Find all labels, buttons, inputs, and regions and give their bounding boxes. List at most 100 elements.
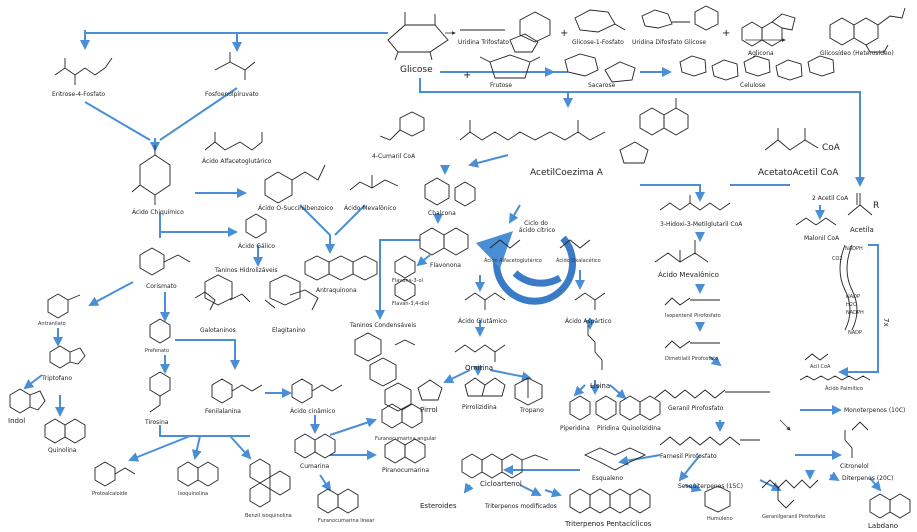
label-cinamico: Ácido cinâmico: [290, 408, 336, 415]
label-alfaceto: Ácido Alfacetoglutárico: [202, 158, 272, 165]
esqualeno-structure: [583, 447, 647, 471]
label-aspartico: Ácido Aspártico: [565, 318, 612, 325]
prefenato-structure: [149, 318, 171, 344]
label-malonil: Malonil CoA: [804, 235, 840, 242]
mevalonico-top-structure: [349, 175, 399, 191]
furano-angular-structure: [381, 403, 423, 429]
aspartico-structure: [574, 292, 606, 310]
eritrose-structure: [54, 57, 113, 85]
acetila-structure: [847, 193, 873, 216]
label-quinolizidina: Quinolizidina: [622, 425, 661, 432]
citric-cycle: Ciclo do ácido cítrico: [475, 220, 576, 305]
molecules: [9, 5, 911, 519]
label-alfa-small: Ácido Alfacetoglutárico: [484, 257, 542, 264]
pirrolizidina-structure: [464, 377, 506, 397]
triterpenos-penta-structure: [569, 488, 651, 514]
label-utp: Uridina Trifosfato: [458, 39, 509, 46]
quinolina-structure: [44, 418, 86, 444]
piridina-structure: [595, 395, 617, 421]
label-acetilcoa: AcetilCoezima A: [530, 168, 604, 178]
label-antraquinona: Antraquinona: [316, 287, 357, 294]
label-piperidina: Piperidina: [560, 425, 590, 432]
galotaninos-structure: [194, 274, 251, 311]
piperidina-structure: [569, 395, 591, 421]
label-antranilato: Antranilato: [38, 321, 66, 327]
label-chiquimico: Ácido Chiquímico: [132, 209, 184, 216]
alfa-small-structure: [489, 239, 521, 249]
indol-structure: [9, 388, 46, 414]
label-piridina: Piridina: [597, 425, 620, 432]
label-sesquiterpenos: Sesquiterpenos (15C): [678, 483, 743, 490]
galico-structure: [245, 213, 267, 239]
label-isoquinolina: Isoquinolina: [178, 491, 208, 497]
isoquinolina-structure: [177, 461, 219, 487]
tirosina-structure: [149, 371, 171, 413]
chiquimico-structure: [131, 145, 171, 205]
label-geranilgeranil: Geranilgeranil Pirofosfato: [762, 514, 826, 520]
label-farnesil: Farnesil Pirofosfato: [660, 453, 717, 460]
fatty-acid-chain: [839, 244, 858, 331]
antranilato-structure: [47, 293, 81, 319]
label-monoterpenos: Monoterpenos (10C): [844, 407, 905, 414]
label-esqualeno: Esqualeno: [592, 475, 623, 482]
frutose-structure: [479, 54, 541, 79]
elagitanino-structure: [264, 274, 319, 311]
oxalacetico-structure: [559, 239, 591, 249]
label-elagitanino: Elagitanino: [272, 327, 306, 334]
chalcona-structure: [424, 177, 476, 207]
dimetilalil-structure: [664, 340, 720, 349]
label-benzil: Benzil isoquinolina: [245, 513, 292, 519]
flavonona-structure: [419, 227, 469, 256]
cinamico-structure: [291, 378, 343, 404]
plus-2: +: [722, 28, 730, 39]
labdano-structure: [869, 493, 911, 519]
label-furano-angular: Furanocumarina angular: [375, 436, 437, 442]
label-nadp-1: NADP: [846, 294, 860, 300]
label-acetila-r: R: [873, 201, 879, 211]
label-fenilalanina: Fenilalanina: [205, 408, 241, 415]
labels: Glicose Uridina Trifosfato + Glicose-1-F…: [8, 28, 905, 530]
taninos-cond-structure: [354, 332, 416, 412]
celulose-structure: [679, 55, 835, 81]
label-pirrolizidina: Pirrolizidina: [462, 404, 497, 411]
label-glicose: Glicose: [400, 65, 433, 75]
acil-structure: [804, 353, 829, 361]
label-triptofano: Triptofano: [41, 375, 72, 382]
label-cumarina: Cumarina: [300, 463, 329, 470]
label-co2: CO2: [832, 256, 843, 262]
label-triterpenos-mod: Triterpenos modificados: [484, 503, 557, 510]
label-diterpenos: Diterpenos (20C): [842, 475, 893, 482]
label-galico: Ácido Gálico: [238, 243, 275, 250]
label-taninos-hidro: Taninos Hidrolizáveis: [214, 267, 278, 274]
geranilgeranil-structure: [761, 479, 819, 509]
label-piranocumarina: Piranocumarina: [382, 467, 429, 474]
label-pirrol: Pirrol: [420, 406, 438, 414]
label-repeat: 7x: [882, 318, 890, 327]
label-succinil: Ácido O-Succinilbenzoico: [258, 205, 334, 212]
label-mevalonico-big: Ácido Mevalônico: [658, 270, 719, 279]
label-indol: Indol: [8, 417, 25, 425]
label-acil-coa: Acil CoA: [810, 364, 831, 370]
label-nadph-2: NADPH: [846, 310, 864, 316]
acetilcoa-structure: [459, 98, 689, 164]
fenilalanina-structure: [211, 378, 263, 404]
label-glc1p: Glicose-1-Fosfato: [572, 39, 624, 46]
glicosideo-structure: [829, 7, 906, 53]
label-esteroides: Esteroides: [420, 502, 457, 510]
label-geranil: Geranil Pirofosfato: [668, 405, 724, 412]
label-galotaninos: Galotaninos: [200, 327, 236, 334]
label-flavonona: Flavonona: [430, 262, 461, 269]
label-nadp-2: NADP: [848, 330, 862, 336]
label-lisina: Lisina: [590, 382, 610, 390]
flavan-structure: [394, 278, 416, 302]
furano-linear-structure: [317, 488, 359, 514]
label-palmitico: Ácido Palmítico: [825, 385, 863, 392]
piranocumarina-structure: [384, 438, 426, 464]
benzil-structure: [249, 458, 291, 508]
protoalcaloide-structure: [94, 461, 136, 487]
isopentenil-structure: [664, 297, 720, 306]
label-taninos-cond: Taninos Condensáveis: [349, 322, 416, 329]
label-celulose: Celulose: [740, 82, 766, 89]
hidroximetil-structure: [659, 195, 731, 211]
